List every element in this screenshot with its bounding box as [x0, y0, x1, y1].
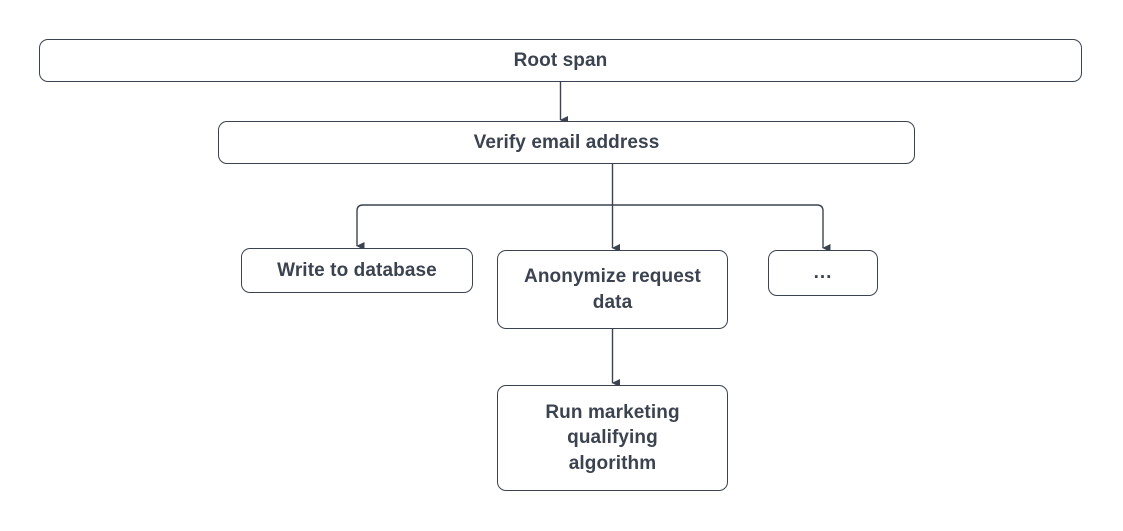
node-root-span[interactable]: Root span — [39, 39, 1082, 82]
node-ellipsis-more[interactable]: ... — [768, 250, 878, 296]
node-run-marketing-qualifying-algorithm[interactable]: Run marketing qualifying algorithm — [497, 385, 728, 491]
node-verify-email-address[interactable]: Verify email address — [218, 121, 915, 164]
edge-verify-to-write-db — [356, 204, 613, 251]
edge-verify-to-more — [612, 204, 831, 253]
node-write-to-database-label: Write to database — [277, 259, 437, 281]
node-write-to-database[interactable]: Write to database — [241, 248, 473, 293]
node-anonymize-request-data-label: Anonymize request data — [524, 266, 701, 313]
node-anonymize-request-data[interactable]: Anonymize request data — [497, 250, 728, 329]
node-verify-email-address-label: Verify email address — [473, 131, 660, 153]
node-run-marketing-qualifying-algorithm-label: Run marketing qualifying algorithm — [545, 402, 680, 474]
node-root-span-label: Root span — [513, 49, 608, 71]
node-ellipsis-more-label: ... — [813, 262, 833, 284]
